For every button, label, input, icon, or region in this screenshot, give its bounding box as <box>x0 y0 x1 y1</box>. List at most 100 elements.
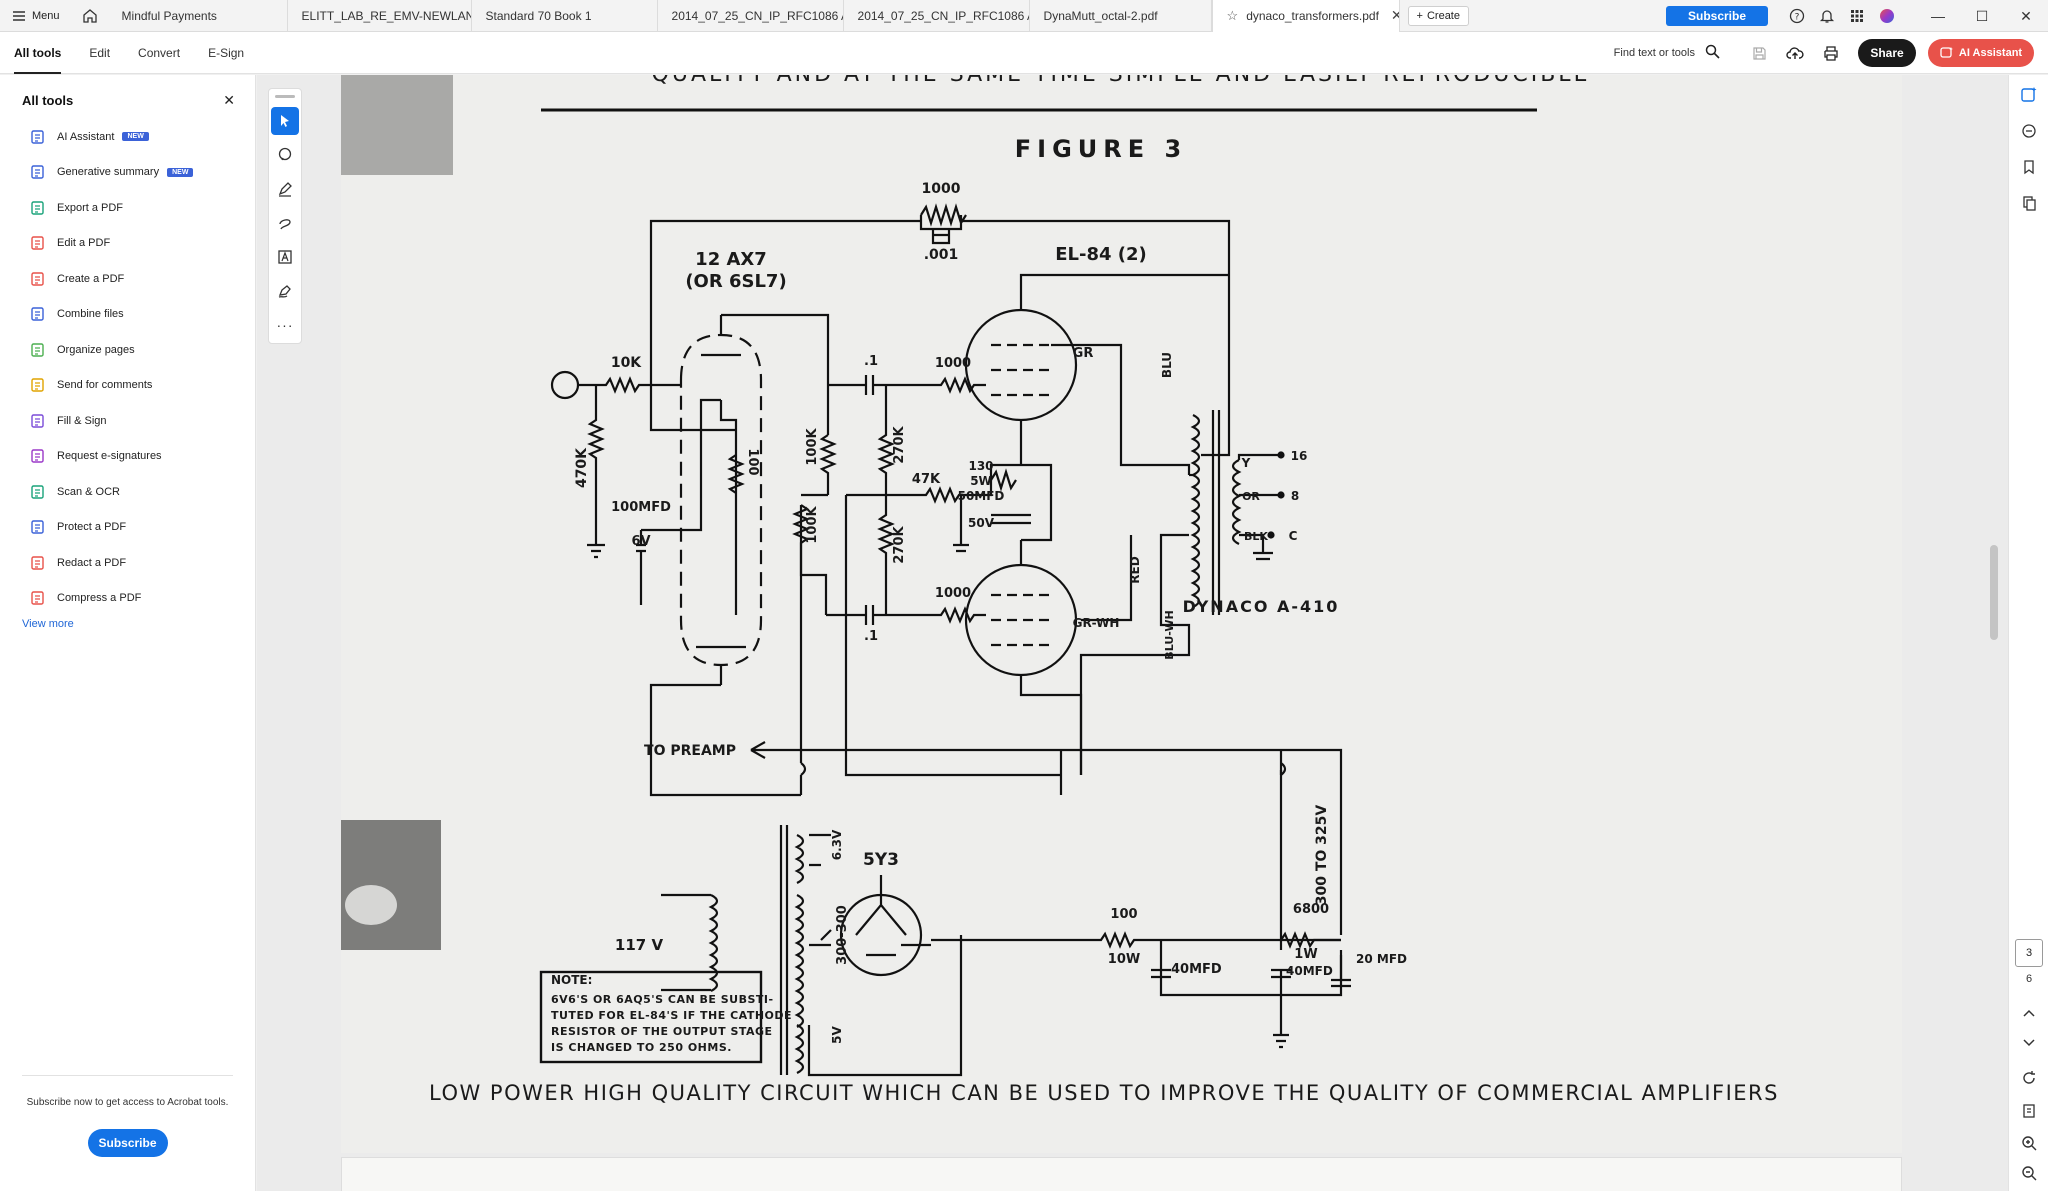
comments-panel-icon[interactable] <box>2009 113 2048 149</box>
label: (OR 6SL7) <box>685 271 786 292</box>
tab-dynamutt[interactable]: DynaMutt_octal-2.pdf <box>1030 0 1212 32</box>
panel-header: All tools ✕ <box>0 75 255 111</box>
next-page-icon[interactable] <box>2009 1025 2048 1061</box>
label: 5V <box>830 1025 844 1043</box>
tool-icon <box>31 201 44 215</box>
close-tab-icon[interactable]: ✕ <box>1391 7 1399 24</box>
share-button[interactable]: Share <box>1858 39 1916 67</box>
home-button[interactable] <box>72 0 108 32</box>
print-icon[interactable] <box>1816 37 1846 69</box>
ai-panel-icon[interactable] <box>2009 77 2048 113</box>
note-line: RESISTOR OF THE OUTPUT STAGE <box>551 1025 773 1038</box>
tool-item[interactable]: Send for comments <box>0 368 255 404</box>
profile-avatar-icon[interactable] <box>1872 0 1902 32</box>
tool-item[interactable]: Compress a PDF <box>0 581 255 617</box>
note-box <box>539 970 763 1064</box>
tab-rfc1086-b[interactable]: 2014_07_25_CN_IP_RFC1086 A... <box>844 0 1030 32</box>
tool-label: Compress a PDF <box>57 592 142 605</box>
bell-icon[interactable] <box>1812 0 1842 32</box>
tool-icon <box>31 165 44 179</box>
tab-rfc1086-a[interactable]: 2014_07_25_CN_IP_RFC1086 A... <box>658 0 844 32</box>
apps-grid-icon[interactable] <box>1842 0 1872 32</box>
bookmarks-panel-icon[interactable] <box>2009 149 2048 185</box>
close-panel-icon[interactable]: ✕ <box>223 91 235 108</box>
save-icon[interactable] <box>1744 37 1774 69</box>
menu-convert[interactable]: Convert <box>138 45 181 60</box>
home-icon <box>82 9 97 23</box>
tab-standard-70[interactable]: Standard 70 Book 1 <box>472 0 658 32</box>
tab-elitt-lab[interactable]: ELITT_LAB_RE_EMV-NEWLAN... <box>288 0 472 32</box>
minimize-button[interactable]: — <box>1931 8 1945 24</box>
ai-assistant-button[interactable]: AI Assistant <box>1928 39 2034 67</box>
tool-label: Protect a PDF <box>57 521 127 534</box>
tool-item[interactable]: Fill & Sign <box>0 403 255 439</box>
pages-panel-icon[interactable] <box>2009 185 2048 221</box>
text-tool-button[interactable] <box>271 243 299 271</box>
scrollbar-thumb[interactable] <box>1990 545 1998 640</box>
sign-tool-button[interactable] <box>271 277 299 305</box>
create-button[interactable]: + Create <box>1407 5 1469 26</box>
tool-icon <box>31 449 44 463</box>
tool-icon <box>31 272 44 286</box>
search-icon[interactable] <box>1705 44 1720 62</box>
vertical-scrollbar[interactable] <box>1987 75 2001 1191</box>
highlight-tool-button[interactable] <box>271 175 299 203</box>
next-pdf-page <box>341 1157 1902 1191</box>
zoom-in-icon[interactable] <box>2009 1125 2048 1161</box>
figure-caption: LOW POWER HIGH QUALITY CIRCUIT WHICH CAN… <box>429 1081 1779 1105</box>
cloud-upload-icon[interactable] <box>1780 37 1810 69</box>
tool-item[interactable]: Organize pages <box>0 332 255 368</box>
page-fit-icon[interactable] <box>2009 1093 2048 1129</box>
label: 1000 <box>935 586 971 601</box>
zoom-out-icon[interactable] <box>2009 1155 2048 1191</box>
document-viewer[interactable]: QUALITY AND AT THE SAME TIME SIMPLE AND … <box>257 75 2008 1191</box>
rotate-icon[interactable] <box>2009 1060 2048 1096</box>
label: .1 <box>864 629 878 644</box>
tool-item[interactable]: Redact a PDF <box>0 545 255 581</box>
current-page-input[interactable]: 3 <box>2015 939 2043 967</box>
close-window-button[interactable]: ✕ <box>2020 7 2032 24</box>
menu-all-tools[interactable]: All tools <box>0 32 75 74</box>
subscribe-panel-button[interactable]: Subscribe <box>87 1129 168 1157</box>
subscribe-top-button[interactable]: Subscribe <box>1666 6 1768 26</box>
tool-label: Create a PDF <box>57 272 125 285</box>
tool-item[interactable]: Edit a PDF <box>0 226 255 262</box>
tool-item[interactable]: Create a PDF <box>0 261 255 297</box>
label: 100K <box>805 427 820 465</box>
view-more-link[interactable]: View more <box>22 618 74 630</box>
comment-tool-button[interactable] <box>271 141 299 169</box>
maximize-button[interactable]: ☐ <box>1975 7 1989 24</box>
label: 130 <box>968 459 993 473</box>
rail-drag-handle[interactable] <box>275 95 295 98</box>
help-icon[interactable]: ? <box>1782 0 1812 32</box>
tool-label: Edit a PDF <box>57 237 111 250</box>
tool-item[interactable]: Scan & OCR <box>0 474 255 510</box>
tool-label: Organize pages <box>57 343 135 356</box>
tab-mindful-payments[interactable]: Mindful Payments <box>108 0 288 32</box>
tool-item[interactable]: Protect a PDF <box>0 510 255 546</box>
tool-item[interactable]: Request e-signatures <box>0 439 255 475</box>
previous-page-icon[interactable] <box>2009 995 2048 1031</box>
select-tool-button[interactable] <box>271 107 299 135</box>
label: 6.3V <box>830 829 844 860</box>
label: RED <box>1128 556 1142 583</box>
menu-edit[interactable]: Edit <box>89 45 111 60</box>
tool-item[interactable]: Export a PDF <box>0 190 255 226</box>
menu-esign[interactable]: E-Sign <box>208 45 245 60</box>
find-text-label[interactable]: Find text or tools <box>1613 47 1695 59</box>
figure-title: FIGURE 3 <box>1015 135 1187 163</box>
tool-icon <box>31 378 44 392</box>
star-icon[interactable]: ☆ <box>1226 7 1239 23</box>
tab-dynaco-transformers[interactable]: ☆ dynaco_transformers.pdf ✕ <box>1211 0 1400 32</box>
label: .001 <box>924 247 959 263</box>
subscribe-promo: Subscribe now to get access to Acrobat t… <box>22 1075 233 1157</box>
draw-tool-button[interactable] <box>271 209 299 237</box>
menu-button[interactable]: Menu <box>0 0 72 32</box>
scan-blemish <box>341 75 453 175</box>
more-tools-button[interactable]: ··· <box>271 311 299 339</box>
tool-item[interactable]: Combine files <box>0 297 255 333</box>
tool-icon <box>31 556 44 570</box>
